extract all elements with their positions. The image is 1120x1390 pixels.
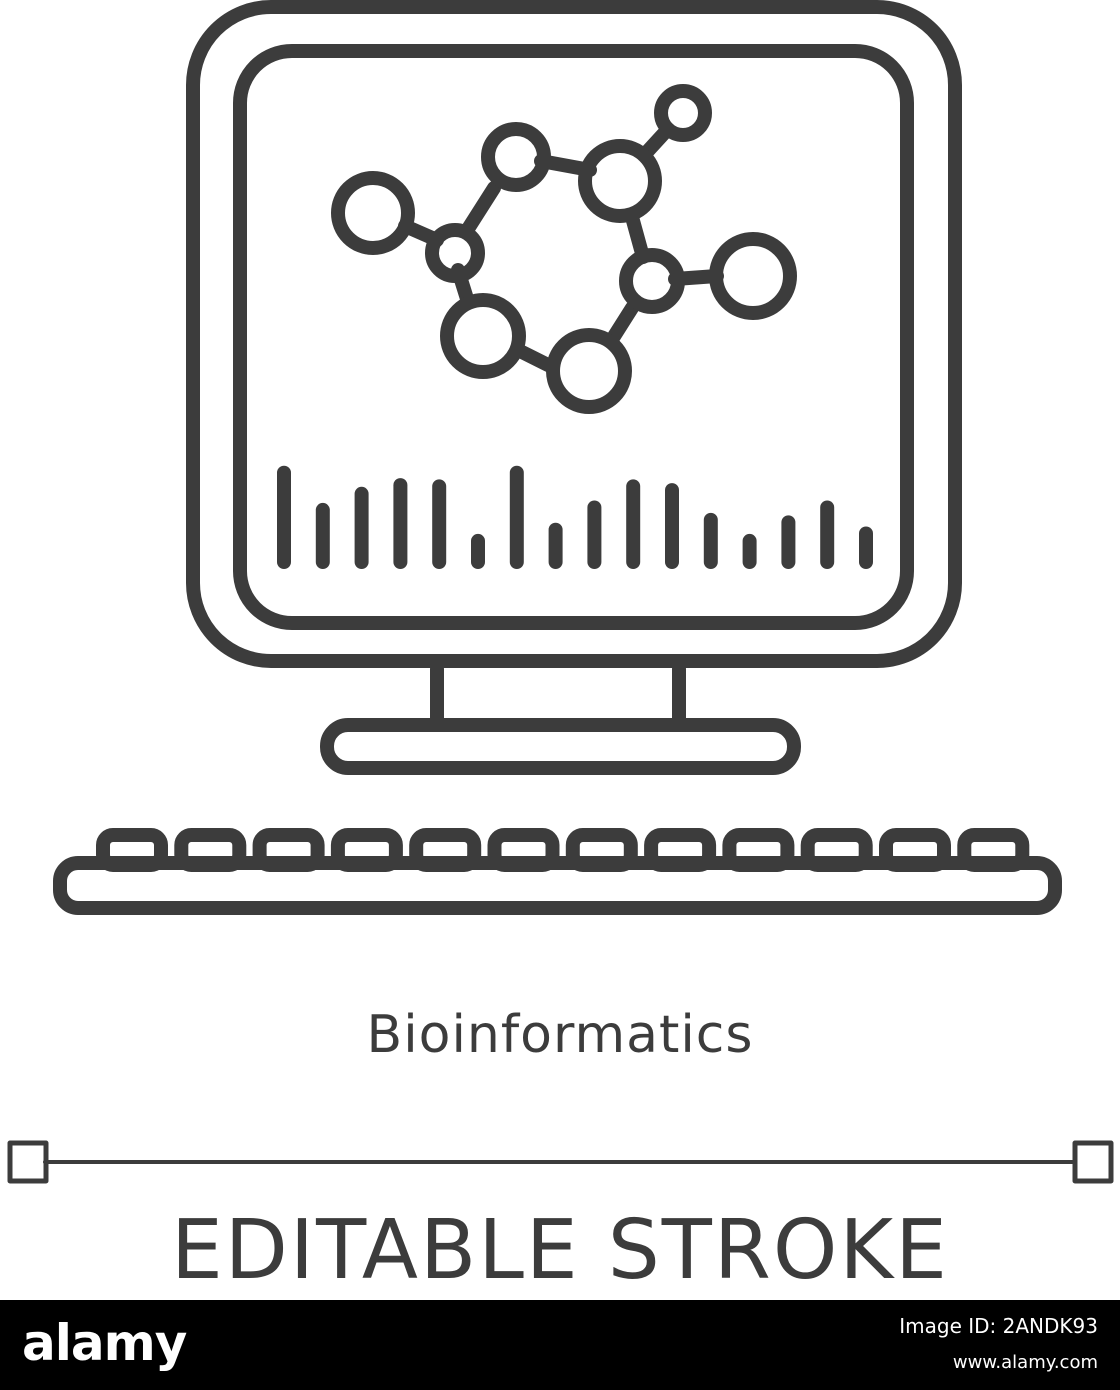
stroke-handle-left	[7, 1140, 49, 1184]
atom	[425, 223, 485, 283]
atom	[440, 293, 526, 379]
atom	[331, 171, 415, 255]
monitor-screen	[233, 44, 914, 630]
stroke-handle-right	[1072, 1140, 1114, 1184]
atom	[709, 232, 797, 320]
bioinformatics-computer-icon	[7, 0, 1114, 1184]
data-bars	[277, 465, 873, 569]
monitor-frame	[186, 0, 962, 668]
atom	[619, 248, 685, 314]
stand-base	[320, 718, 801, 775]
atom	[481, 122, 551, 192]
image-id-text: Image ID: 2ANDK93	[899, 1314, 1098, 1338]
atom	[578, 139, 662, 223]
atom	[546, 328, 632, 414]
atom	[654, 84, 712, 142]
icon-label: Bioinformatics	[366, 1005, 754, 1065]
site-url: www.alamy.com	[952, 1352, 1098, 1373]
molecule-atoms	[331, 84, 797, 414]
watermark-footer: alamy Image ID: 2ANDK93 www.alamy.com	[0, 1300, 1120, 1390]
editable-stroke-label: EDITABLE STROKE	[170, 1203, 949, 1298]
keyboard-base	[53, 856, 1062, 915]
brand-logo: alamy	[22, 1314, 187, 1372]
